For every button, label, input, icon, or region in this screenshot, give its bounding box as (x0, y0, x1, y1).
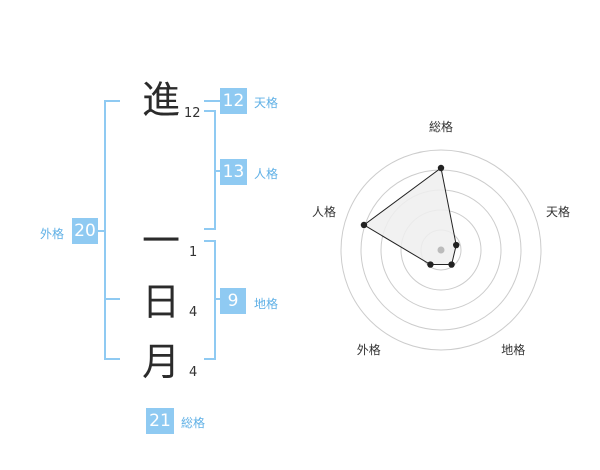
stroke-count-4: 4 (189, 365, 198, 380)
name-char-1: 進 (142, 78, 181, 122)
name-char-3: 日 (142, 280, 181, 324)
radar-grid-ring (340, 149, 542, 351)
radar-axis-label-3: 地格 (501, 342, 526, 357)
jinkaku-value-badge: 13 (220, 159, 247, 185)
name-char-2: 一 (142, 219, 181, 263)
radar-grid-ring (420, 229, 462, 271)
radar-point-1 (437, 164, 445, 172)
jinkaku-label: 人格 (254, 167, 279, 181)
chikaku-bracket-vertical (214, 240, 216, 360)
radar-axis-label-5: 人格 (312, 204, 337, 219)
stroke-count-3: 4 (189, 305, 198, 320)
soukaku-value-badge: 21 (146, 408, 174, 434)
tenkaku-label: 天格 (254, 96, 279, 110)
chikaku-bracket-top (204, 240, 216, 242)
radar-point-3 (448, 261, 455, 268)
gaikaku-bracket-middle (104, 298, 120, 300)
chikaku-label: 地格 (254, 297, 279, 311)
radar-value-polygon (363, 167, 457, 266)
gaikaku-bracket-top (104, 100, 120, 102)
gaikaku-bracket-connector (98, 230, 106, 232)
radar-grid-ring (360, 169, 522, 331)
soukaku-label: 総格 (181, 416, 206, 430)
chikaku-bracket-connector (214, 298, 220, 300)
name-char-4: 月 (142, 340, 181, 384)
radar-grid-ring (400, 209, 482, 291)
radar-point-4 (427, 261, 434, 268)
tenkaku-bracket-line (204, 100, 220, 102)
gaikaku-value-badge: 20 (72, 218, 98, 244)
radar-axis-label-1: 総格 (429, 120, 454, 134)
radar-point-2 (453, 241, 460, 249)
stroke-count-1: 12 (184, 106, 201, 121)
gaikaku-label: 外格 (40, 227, 65, 241)
chikaku-value-badge: 9 (220, 288, 246, 314)
radar-axis-label-2: 天格 (545, 204, 570, 219)
gaikaku-bracket-bottom (104, 358, 120, 360)
tenkaku-value-badge: 12 (220, 88, 247, 114)
radar-point-5 (360, 221, 368, 229)
radar-grid-ring (380, 189, 502, 311)
chikaku-bracket-bottom (204, 358, 216, 360)
radar-axis-label-4: 外格 (356, 342, 381, 357)
jinkaku-bracket-connector (214, 170, 220, 172)
stroke-count-2: 1 (189, 245, 198, 260)
jinkaku-bracket-top (204, 110, 216, 112)
radar-center-dot (437, 246, 445, 254)
jinkaku-bracket-bottom (204, 228, 216, 230)
